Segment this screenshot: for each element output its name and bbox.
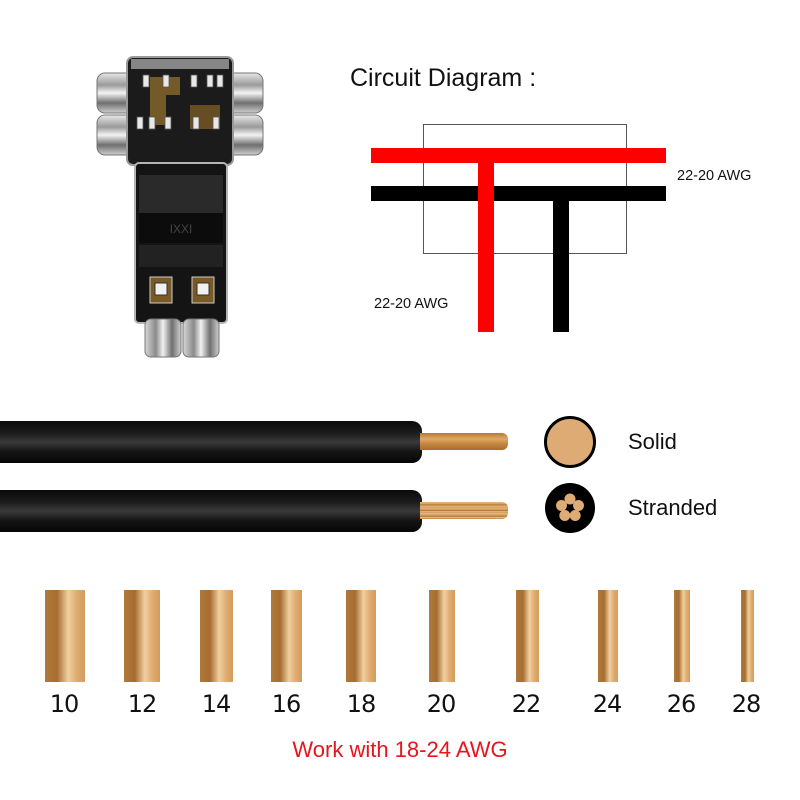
side-port-right <box>224 72 264 156</box>
gauge-bar-20 <box>429 590 455 682</box>
gauge-label-24: 24 <box>592 690 623 718</box>
gauge-label-26: 26 <box>666 690 697 718</box>
gauge-bar-14 <box>200 590 233 682</box>
t-tap-connector-image: IXXI <box>96 56 264 358</box>
gauge-label-16: 16 <box>271 690 302 718</box>
solid-wire-cross-section-icon <box>544 416 596 468</box>
solid-wire-insulation <box>0 421 422 463</box>
gauge-bar-16 <box>271 590 302 682</box>
gauge-bar-12 <box>124 590 160 682</box>
main-line-gauge-label: 22-20 AWG <box>677 168 752 184</box>
gauge-bar-26 <box>674 590 690 682</box>
bottom-port <box>144 318 220 358</box>
branch-line-gauge-label: 22-20 AWG <box>374 296 449 312</box>
compatibility-note: Work with 18-24 AWG <box>292 737 508 762</box>
gauge-label-14: 14 <box>201 690 232 718</box>
red-branch-wire <box>478 148 494 332</box>
stranded-wire-core <box>420 502 508 519</box>
gauge-label-10: 10 <box>49 690 80 718</box>
gauge-label-28: 28 <box>731 690 762 718</box>
black-main-wire <box>371 186 666 201</box>
gauge-bar-28 <box>741 590 754 682</box>
gauge-bar-24 <box>598 590 618 682</box>
stranded-wire-cross-section-icon <box>545 483 595 533</box>
stranded-wire-insulation <box>0 490 422 532</box>
gauge-label-18: 18 <box>346 690 377 718</box>
connector-marking: IXXI <box>170 222 193 236</box>
gauge-bar-22 <box>516 590 539 682</box>
gauge-label-12: 12 <box>127 690 158 718</box>
gauge-label-20: 20 <box>426 690 457 718</box>
solid-wire-label: Solid <box>628 429 677 454</box>
gauge-bar-18 <box>346 590 376 682</box>
black-branch-wire <box>553 186 569 332</box>
circuit-diagram-title: Circuit Diagram : <box>350 64 537 92</box>
stranded-wire-label: Stranded <box>628 495 718 520</box>
solid-wire-core <box>420 433 508 450</box>
red-main-wire <box>371 148 666 163</box>
gauge-bar-10 <box>45 590 85 682</box>
gauge-label-22: 22 <box>511 690 542 718</box>
